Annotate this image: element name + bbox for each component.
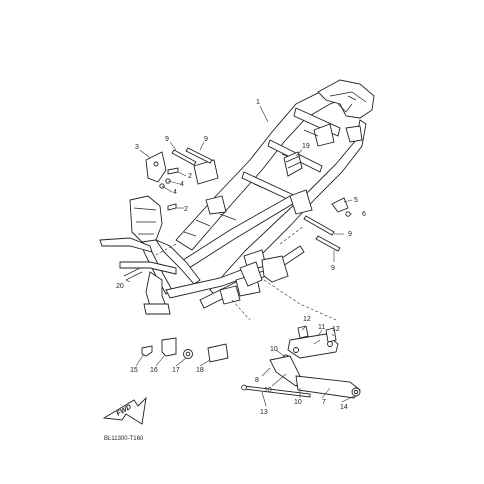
callout-4: 4 <box>180 181 184 188</box>
callout-6: 6 <box>362 211 366 218</box>
part-5-bracket <box>331 197 349 213</box>
callout-numbers: 1 2 2 3 4 4 5 6 7 8 9 9 9 9 10 10 10 11 … <box>116 99 366 416</box>
callout-7: 7 <box>322 399 326 406</box>
callout-18: 18 <box>196 367 204 374</box>
part-20-sticker <box>123 267 143 281</box>
callout-4: 4 <box>173 189 177 196</box>
callout-9: 9 <box>204 136 208 143</box>
callout-2: 2 <box>184 206 188 213</box>
main-frame <box>99 79 375 315</box>
callout-19: 19 <box>302 143 310 150</box>
callout-16: 16 <box>150 367 158 374</box>
callout-13: 13 <box>260 409 268 416</box>
callout-14: 14 <box>340 404 348 411</box>
callout-leaders <box>125 105 355 407</box>
callout-9: 9 <box>331 265 335 272</box>
part-16-bracket <box>161 337 177 357</box>
part-4-washers <box>159 178 171 189</box>
part-18-pad <box>207 343 229 363</box>
callout-15: 15 <box>130 367 138 374</box>
part-3-bracket <box>145 151 167 183</box>
callout-12: 12 <box>332 326 340 333</box>
fwd-arrow-icon: FWD <box>102 396 147 425</box>
callout-20: 20 <box>116 283 124 290</box>
callout-5: 5 <box>354 197 358 204</box>
callout-9: 9 <box>165 136 169 143</box>
callout-10: 10 <box>264 387 272 394</box>
callout-17: 17 <box>172 367 180 374</box>
callout-1: 1 <box>256 99 260 106</box>
callout-2: 2 <box>188 173 192 180</box>
part-2-screws <box>167 167 179 211</box>
part-17-washer <box>183 349 193 359</box>
part-9-bolts-upper <box>171 147 213 166</box>
callout-12: 12 <box>303 316 311 323</box>
leader-lines <box>153 225 337 321</box>
callout-8: 8 <box>255 377 259 384</box>
part-15-clip <box>141 345 153 357</box>
callout-11: 11 <box>318 324 325 331</box>
diagram-code: BL11300-T160 <box>104 436 144 442</box>
callout-3: 3 <box>135 144 139 151</box>
callout-10: 10 <box>270 346 278 353</box>
part-9-bolts-right <box>303 215 341 252</box>
callout-10: 10 <box>294 399 302 406</box>
part-19-damper <box>283 151 303 177</box>
callout-9: 9 <box>348 231 352 238</box>
part-6-nut <box>345 211 351 217</box>
engine-bracket-assembly <box>241 325 361 399</box>
